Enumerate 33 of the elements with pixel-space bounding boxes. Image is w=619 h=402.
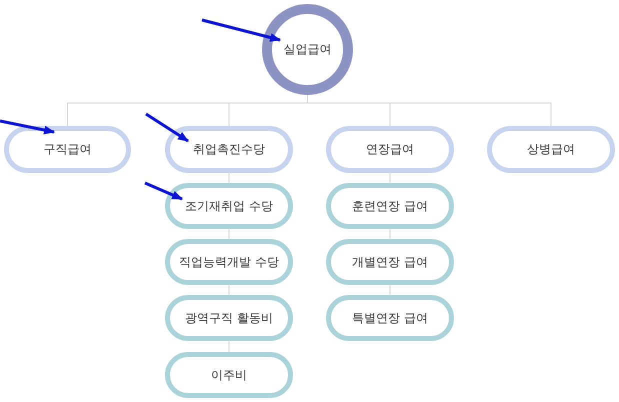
arrow (202, 18, 282, 42)
box-label: 취업촉진수당 (193, 142, 265, 157)
connector-line (228, 228, 230, 240)
box-label: 연장급여 (366, 142, 414, 157)
box-label: 광역구직 활동비 (185, 310, 273, 326)
box-label: 직업능력개발 수당 (179, 254, 279, 270)
box-label: 조기재취업 수당 (185, 198, 273, 214)
arrow (144, 182, 183, 200)
box-label: 상병급여 (527, 142, 575, 157)
box-label: 특별연장 급여 (352, 310, 428, 326)
connector-line (307, 94, 552, 126)
connector-line (228, 284, 230, 296)
rounded-box (326, 239, 454, 285)
rounded-box (165, 295, 293, 341)
rounded-box (165, 352, 293, 398)
rounded-box (487, 126, 615, 173)
connector-line (228, 340, 230, 352)
rounded-box (4, 126, 131, 173)
rounded-box (326, 126, 454, 173)
box-label: 이주비 (211, 368, 247, 382)
rounded-box (326, 295, 454, 341)
rounded-box (165, 126, 293, 173)
rounded-box (326, 183, 454, 229)
box-label: 훈련연장 급여 (352, 198, 428, 214)
connector-line (228, 172, 230, 184)
rounded-box (165, 239, 293, 285)
box-label: 개별연장 급여 (352, 254, 428, 270)
box-label: 실업급여 (284, 42, 332, 57)
arrow (0, 120, 56, 134)
ring-node (262, 4, 353, 95)
arrow (145, 112, 189, 142)
rounded-box (165, 183, 293, 229)
box-label: 구직급여 (44, 142, 92, 157)
